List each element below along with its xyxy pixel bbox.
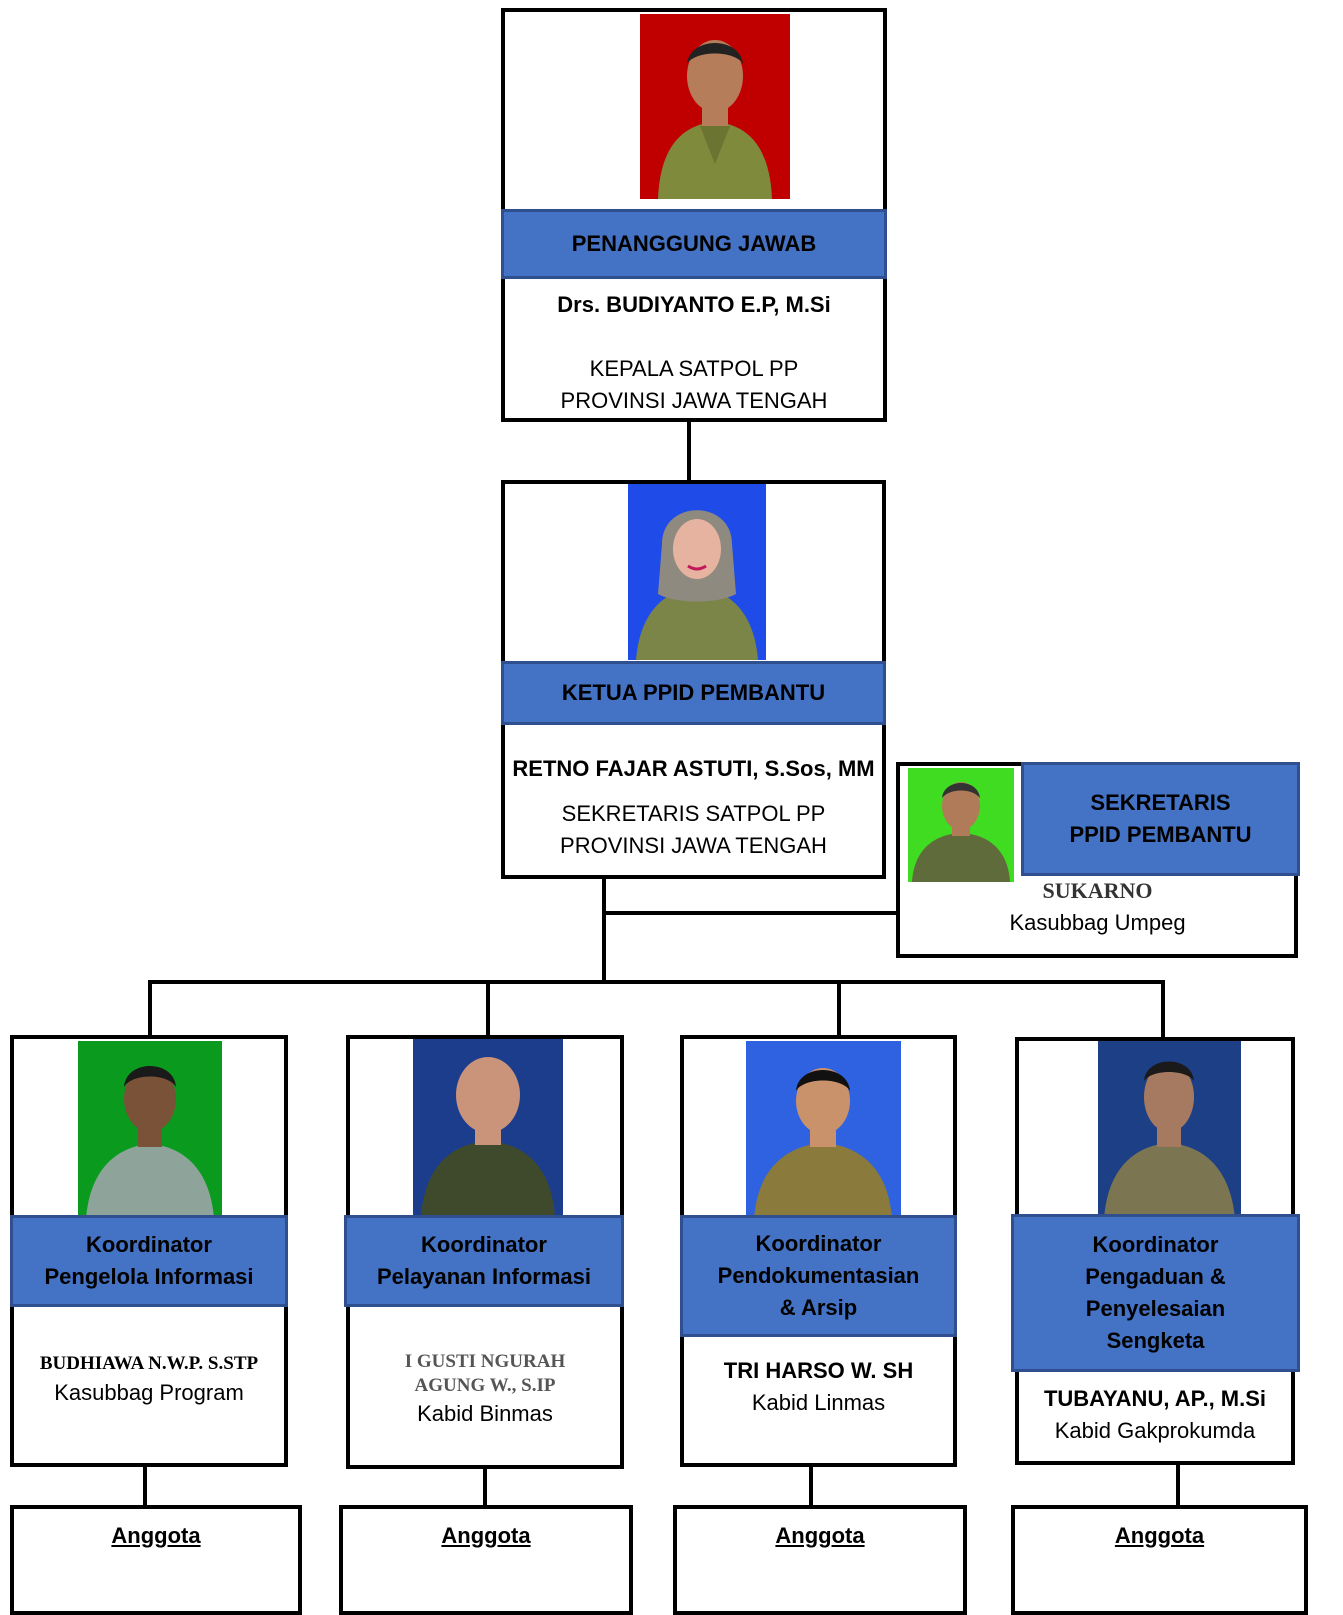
head-photo: [640, 14, 790, 199]
coordinator-4-title-line4: Sengketa: [1106, 1328, 1205, 1353]
connector-horizontal-bus: [148, 980, 1165, 984]
member-box-3: [673, 1505, 967, 1615]
connector-drop-4: [1161, 980, 1165, 1037]
connector-to-secretary: [602, 911, 898, 915]
head-title-band: PENANGGUNG JAWAB: [501, 209, 887, 279]
connector-member-3: [809, 1465, 813, 1507]
chair-title-band: KETUA PPID PEMBANTU: [501, 661, 886, 725]
coordinator-2-name-line1: I GUSTI NGURAH: [404, 1351, 566, 1372]
coordinator-band-2: Koordinator Pelayanan Informasi: [344, 1215, 624, 1307]
coordinator-3-role: Kabid Linmas: [751, 1390, 886, 1415]
secretary-title-line2: PPID PEMBANTU: [1069, 822, 1252, 847]
head-role-line1: KEPALA SATPOL PP: [589, 356, 799, 381]
connector-chair-down: [602, 877, 606, 982]
connector-member-4: [1176, 1462, 1180, 1507]
coordinator-4-title-line1: Koordinator: [1092, 1232, 1219, 1257]
coordinator-band-1: Koordinator Pengelola Informasi: [10, 1215, 288, 1307]
connector-drop-3: [837, 980, 841, 1037]
coordinator-photo-1: [78, 1041, 222, 1219]
coordinator-3-name: TRI HARSO W. SH: [723, 1358, 914, 1383]
member-label-3: Anggota: [775, 1523, 865, 1548]
connector-head-to-chair: [687, 421, 691, 481]
coordinator-1-title-line1: Koordinator: [86, 1232, 212, 1257]
coordinator-3-title-line2: Pendokumentasian: [717, 1263, 920, 1288]
coordinator-photo-2: [413, 1039, 563, 1217]
coordinator-1-title-line2: Pengelola Informasi: [44, 1264, 254, 1289]
member-box-1: [10, 1505, 302, 1615]
connector-member-1: [143, 1465, 147, 1507]
secretary-title-band: SEKRETARIS PPID PEMBANTU: [1021, 762, 1300, 876]
chair-name: RETNO FAJAR ASTUTI, S.Sos, MM: [512, 756, 875, 781]
coordinator-4-role: Kabid Gakprokumda: [1054, 1418, 1256, 1443]
secretary-name: SUKARNO: [1042, 878, 1153, 903]
coordinator-band-4: Koordinator Pengaduan & Penyelesaian Sen…: [1011, 1214, 1300, 1372]
secretary-role: Kasubbag Umpeg: [1009, 910, 1186, 935]
connector-drop-2: [486, 980, 490, 1037]
coordinator-1-name: BUDHIAWA N.W.P. S.STP: [39, 1353, 259, 1374]
coordinator-photo-3: [746, 1041, 901, 1219]
coordinator-4-title-line2: Pengaduan &: [1085, 1264, 1226, 1289]
chair-title: KETUA PPID PEMBANTU: [561, 680, 826, 705]
chair-photo: [628, 484, 766, 660]
coordinator-4-title-line3: Penyelesaian: [1085, 1296, 1226, 1321]
member-label-1: Anggota: [111, 1523, 201, 1548]
coordinator-4-name: TUBAYANU, AP., M.Si: [1043, 1386, 1267, 1411]
coordinator-1-role: Kasubbag Program: [54, 1380, 244, 1405]
coordinator-photo-4: [1098, 1041, 1241, 1219]
member-label-4: Anggota: [1114, 1523, 1205, 1548]
head-role-line2: PROVINSI JAWA TENGAH: [560, 388, 828, 413]
member-label-2: Anggota: [441, 1523, 531, 1548]
chair-role-line2: PROVINSI JAWA TENGAH: [560, 833, 827, 858]
coordinator-2-title-line1: Koordinator: [421, 1232, 547, 1257]
member-box-2: [339, 1505, 633, 1615]
connector-drop-1: [148, 980, 152, 1037]
coordinator-band-3: Koordinator Pendokumentasian & Arsip: [680, 1215, 957, 1337]
chair-role-line1: SEKRETARIS SATPOL PP: [561, 801, 826, 826]
coordinator-2-role: Kabid Binmas: [417, 1401, 553, 1426]
secretary-photo: [908, 768, 1014, 882]
head-name: Drs. BUDIYANTO E.P, M.Si: [557, 292, 831, 317]
connector-member-2: [483, 1467, 487, 1507]
coordinator-3-title-line3: & Arsip: [779, 1295, 858, 1320]
member-box-4: [1011, 1505, 1308, 1615]
coordinator-3-title-line1: Koordinator: [755, 1231, 882, 1256]
head-title: PENANGGUNG JAWAB: [571, 231, 817, 256]
coordinator-2-title-line2: Pelayanan Informasi: [377, 1264, 591, 1289]
coordinator-2-name-line2: AGUNG W., S.IP: [414, 1375, 556, 1396]
secretary-title-line1: SEKRETARIS: [1090, 790, 1231, 815]
